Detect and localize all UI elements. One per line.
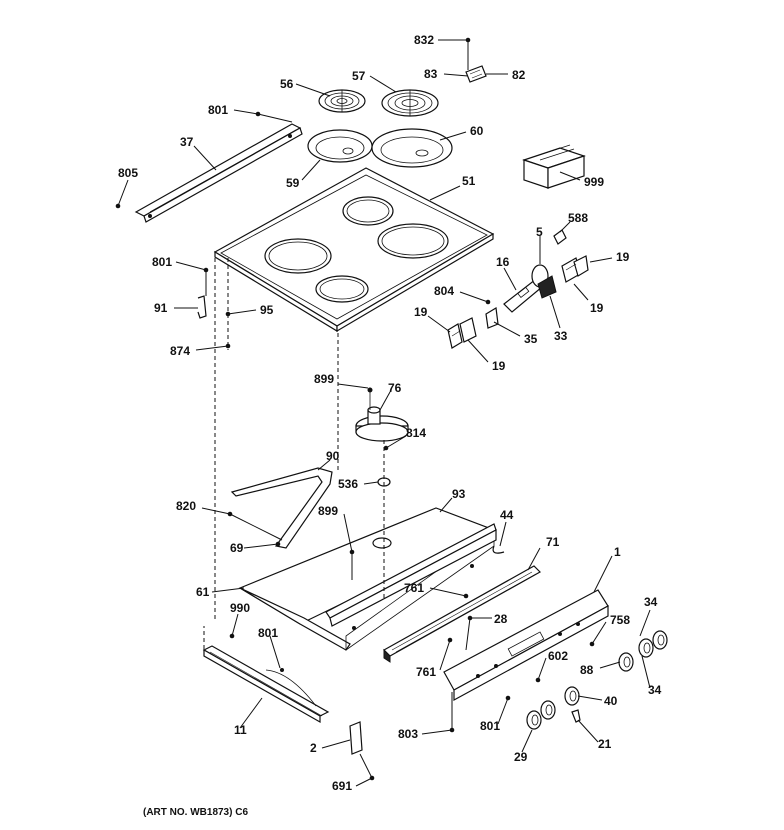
callout-83: 83	[424, 67, 438, 81]
terminal-block-83	[465, 65, 487, 83]
callout-21: 21	[598, 737, 612, 751]
callout-90: 90	[326, 449, 340, 463]
callout-59: 59	[286, 176, 300, 190]
knob-29	[526, 700, 556, 730]
callout-761: 761	[404, 581, 424, 595]
callout-832: 832	[414, 33, 434, 47]
callout-44: 44	[500, 508, 514, 522]
callout-60: 60	[470, 124, 484, 138]
callout-37: 37	[180, 135, 194, 149]
clip-588	[553, 229, 567, 245]
callout-34: 34	[644, 595, 658, 609]
callout-61: 61	[196, 585, 210, 599]
callout-691: 691	[332, 779, 352, 793]
bracket-2	[349, 721, 363, 755]
callout-19: 19	[414, 305, 428, 319]
callout-19: 19	[616, 250, 630, 264]
callout-34: 34	[648, 683, 662, 697]
callout-820: 820	[176, 499, 196, 513]
switch-clip-19-lower	[447, 317, 477, 349]
callout-95: 95	[260, 303, 274, 317]
vent-trim-11	[202, 645, 330, 724]
clip-21	[571, 709, 581, 723]
callout-69: 69	[230, 541, 244, 555]
callout-56: 56	[280, 77, 294, 91]
callout-28: 28	[494, 612, 508, 626]
package-999	[522, 144, 586, 189]
callout-588: 588	[568, 211, 588, 225]
callout-805: 805	[118, 166, 138, 180]
surface-element-56	[318, 89, 366, 113]
callout-899: 899	[314, 372, 334, 386]
drip-pan-59	[307, 129, 373, 163]
callout-76: 76	[388, 381, 402, 395]
art-number-caption: (ART NO. WB1873) C6	[143, 807, 248, 818]
bracket-91	[197, 295, 207, 319]
callout-1: 1	[614, 545, 621, 559]
callout-19: 19	[590, 301, 604, 315]
assembly-lines	[203, 258, 385, 656]
trim-strip-37	[134, 123, 303, 223]
callout-19: 19	[492, 359, 506, 373]
callout-5: 5	[536, 225, 543, 239]
thermostat-76	[355, 387, 409, 442]
callout-35: 35	[524, 332, 538, 346]
callout-11: 11	[234, 723, 247, 737]
callout-803: 803	[398, 727, 418, 741]
leader-lines	[115, 37, 651, 787]
callout-16: 16	[496, 255, 510, 269]
callout-labels: 832 83 82 56 57 801 60 37 805 59 51 999 …	[118, 33, 662, 793]
bracket-71	[383, 565, 541, 663]
control-panel-1	[443, 589, 609, 702]
callout-990: 990	[230, 601, 250, 615]
callout-801: 801	[258, 626, 278, 640]
callout-71: 71	[546, 535, 560, 549]
callout-801: 801	[480, 719, 500, 733]
knob-88	[618, 652, 634, 672]
callout-536: 536	[338, 477, 358, 491]
switch-5	[531, 264, 557, 299]
knob-34-upper	[652, 630, 668, 650]
callout-91: 91	[154, 301, 168, 315]
callout-88: 88	[580, 663, 594, 677]
callout-758: 758	[610, 613, 630, 627]
callout-899: 899	[318, 504, 338, 518]
wire-harness-90	[230, 467, 333, 549]
callout-57: 57	[352, 69, 366, 83]
clip-44	[492, 545, 505, 554]
callout-814: 814	[406, 426, 426, 440]
callout-40: 40	[604, 694, 618, 708]
callout-874: 874	[170, 344, 190, 358]
callout-801: 801	[208, 103, 228, 117]
callout-801: 801	[152, 255, 172, 269]
knob-34-middle	[638, 638, 654, 658]
callout-93: 93	[452, 487, 466, 501]
surface-element-57	[381, 89, 439, 117]
callout-51: 51	[462, 174, 476, 188]
knob-40	[564, 686, 580, 706]
switch-clip-19-upper	[561, 255, 589, 283]
callout-761: 761	[416, 665, 436, 679]
callout-82: 82	[512, 68, 526, 82]
cooktop-51	[213, 167, 495, 333]
callout-602: 602	[548, 649, 568, 663]
frame-93	[238, 507, 497, 651]
bracket-35	[485, 307, 499, 329]
callout-804: 804	[434, 284, 454, 298]
callout-29: 29	[514, 750, 528, 764]
callout-33: 33	[554, 329, 568, 343]
drip-pan-60	[371, 128, 453, 168]
callout-2: 2	[310, 741, 317, 755]
callout-999: 999	[584, 175, 604, 189]
